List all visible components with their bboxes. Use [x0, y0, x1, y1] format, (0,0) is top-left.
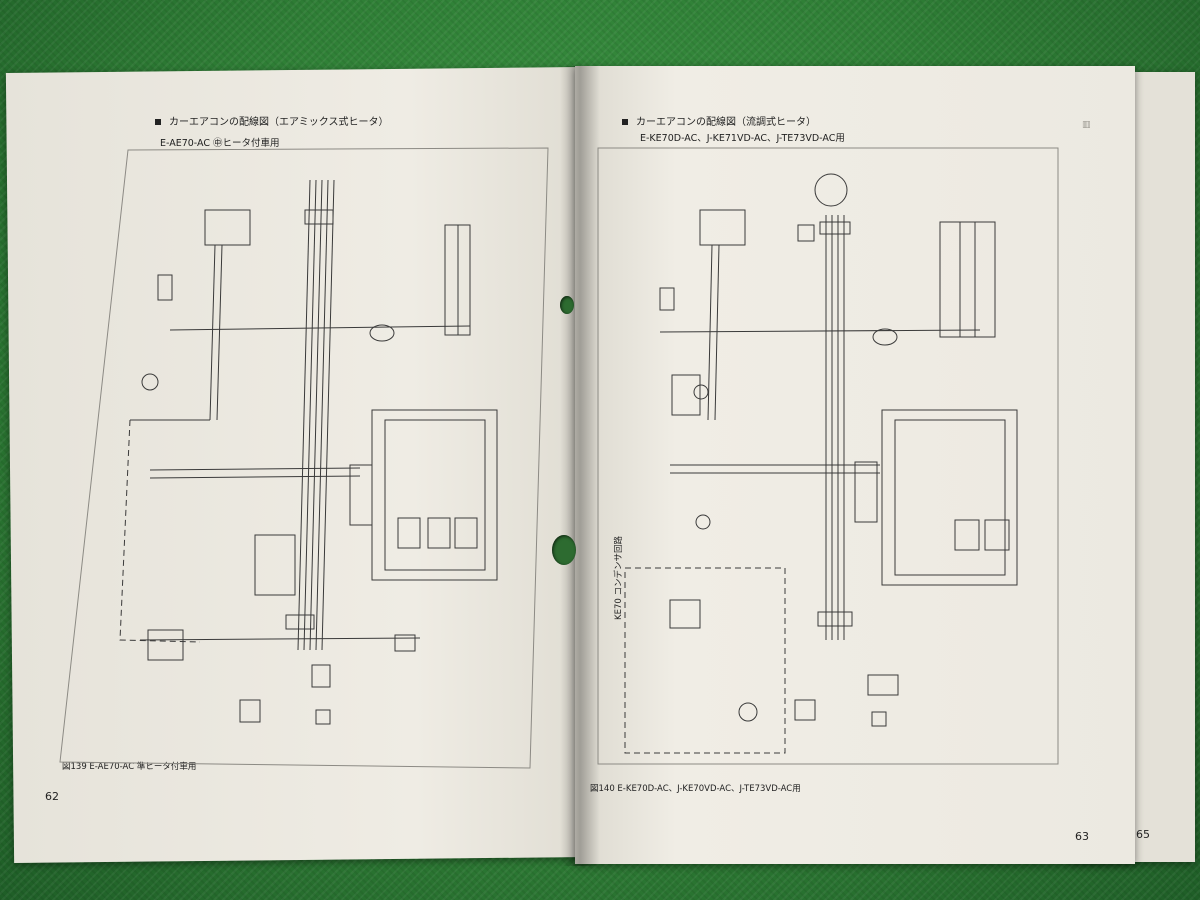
- right-subheading: E-KE70D-AC、J-KE71VD-AC、J-TE73VD-AC用: [640, 133, 845, 144]
- left-heading: カーエアコンの配線図（エアミックス式ヒータ）: [155, 113, 389, 128]
- right-heading: カーエアコンの配線図（流調式ヒータ）: [622, 113, 816, 128]
- right-page-number: 63: [1075, 830, 1089, 843]
- back-page-faint-text: ▥: [1082, 120, 1091, 130]
- left-caption: 図139 E-AE70-AC 準ヒータ付車用: [62, 762, 197, 772]
- book-spine: [560, 66, 600, 866]
- left-page-number: 62: [45, 790, 59, 803]
- left-subheading: E-AE70-AC ㊥ヒータ付車用: [160, 138, 280, 149]
- right-caption: 図140 E-KE70D-AC、J-KE70VD-AC、J-TE73VD-AC用: [590, 784, 801, 794]
- back-page-number: 65: [1136, 828, 1150, 841]
- binding-hole-bottom: [552, 535, 576, 565]
- binding-hole-top: [560, 296, 574, 314]
